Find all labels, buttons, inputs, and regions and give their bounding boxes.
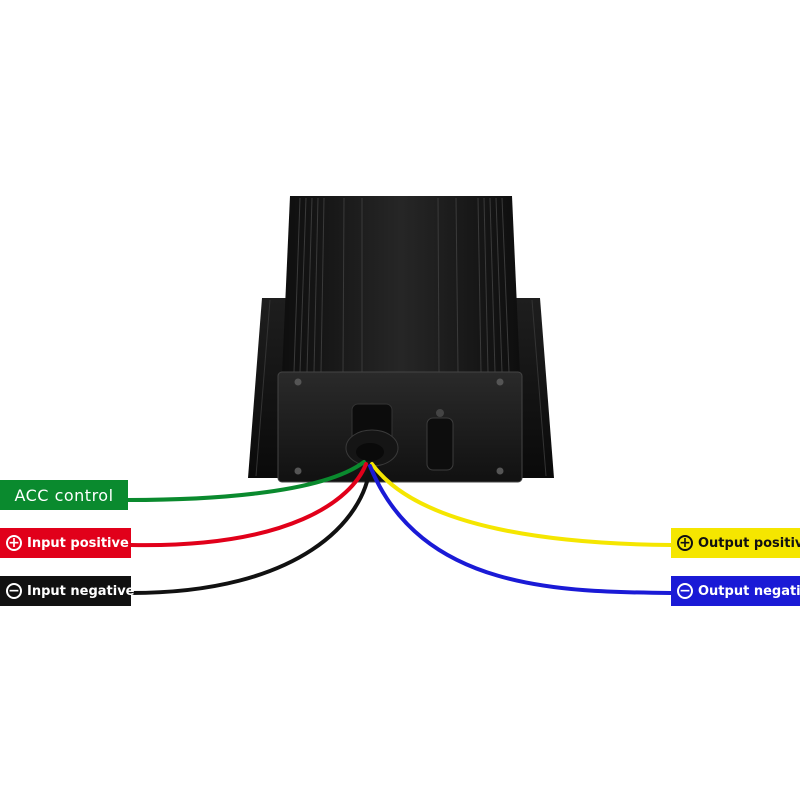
output-negative-text: Output negative: [698, 583, 800, 599]
housing-front-face: [277, 371, 523, 483]
cable-gland: [345, 403, 399, 467]
screw-icon: [294, 467, 302, 475]
acc-control-wire: [126, 460, 366, 502]
minus-icon: −: [6, 583, 22, 599]
acc-control-text: ACC control: [14, 485, 114, 505]
mounting-flange-right: [514, 298, 554, 478]
input-negative-wire: [129, 464, 372, 595]
minus-icon: −: [677, 583, 693, 599]
input-positive-text: Input positive: [27, 535, 129, 551]
plus-icon: +: [677, 535, 693, 551]
output-positive-text: Output positive: [698, 535, 800, 551]
output-positive-wire: [370, 462, 673, 547]
housing-top: [282, 196, 520, 374]
screw-icon: [496, 378, 504, 386]
input-positive-label: + Input positive: [0, 528, 131, 558]
plus-icon: +: [6, 535, 22, 551]
input-negative-label: − Input negative: [0, 576, 135, 606]
input-negative-text: Input negative: [27, 583, 135, 599]
screw-icon: [294, 378, 302, 386]
output-negative-label: − Output negative: [671, 576, 800, 606]
output-positive-label: + Output positive: [671, 528, 800, 558]
acc-control-label: ACC control: [0, 480, 128, 510]
indicator-switch: [426, 409, 454, 471]
output-negative-wire: [368, 464, 673, 595]
screw-icon: [496, 467, 504, 475]
input-positive-wire: [129, 462, 368, 548]
